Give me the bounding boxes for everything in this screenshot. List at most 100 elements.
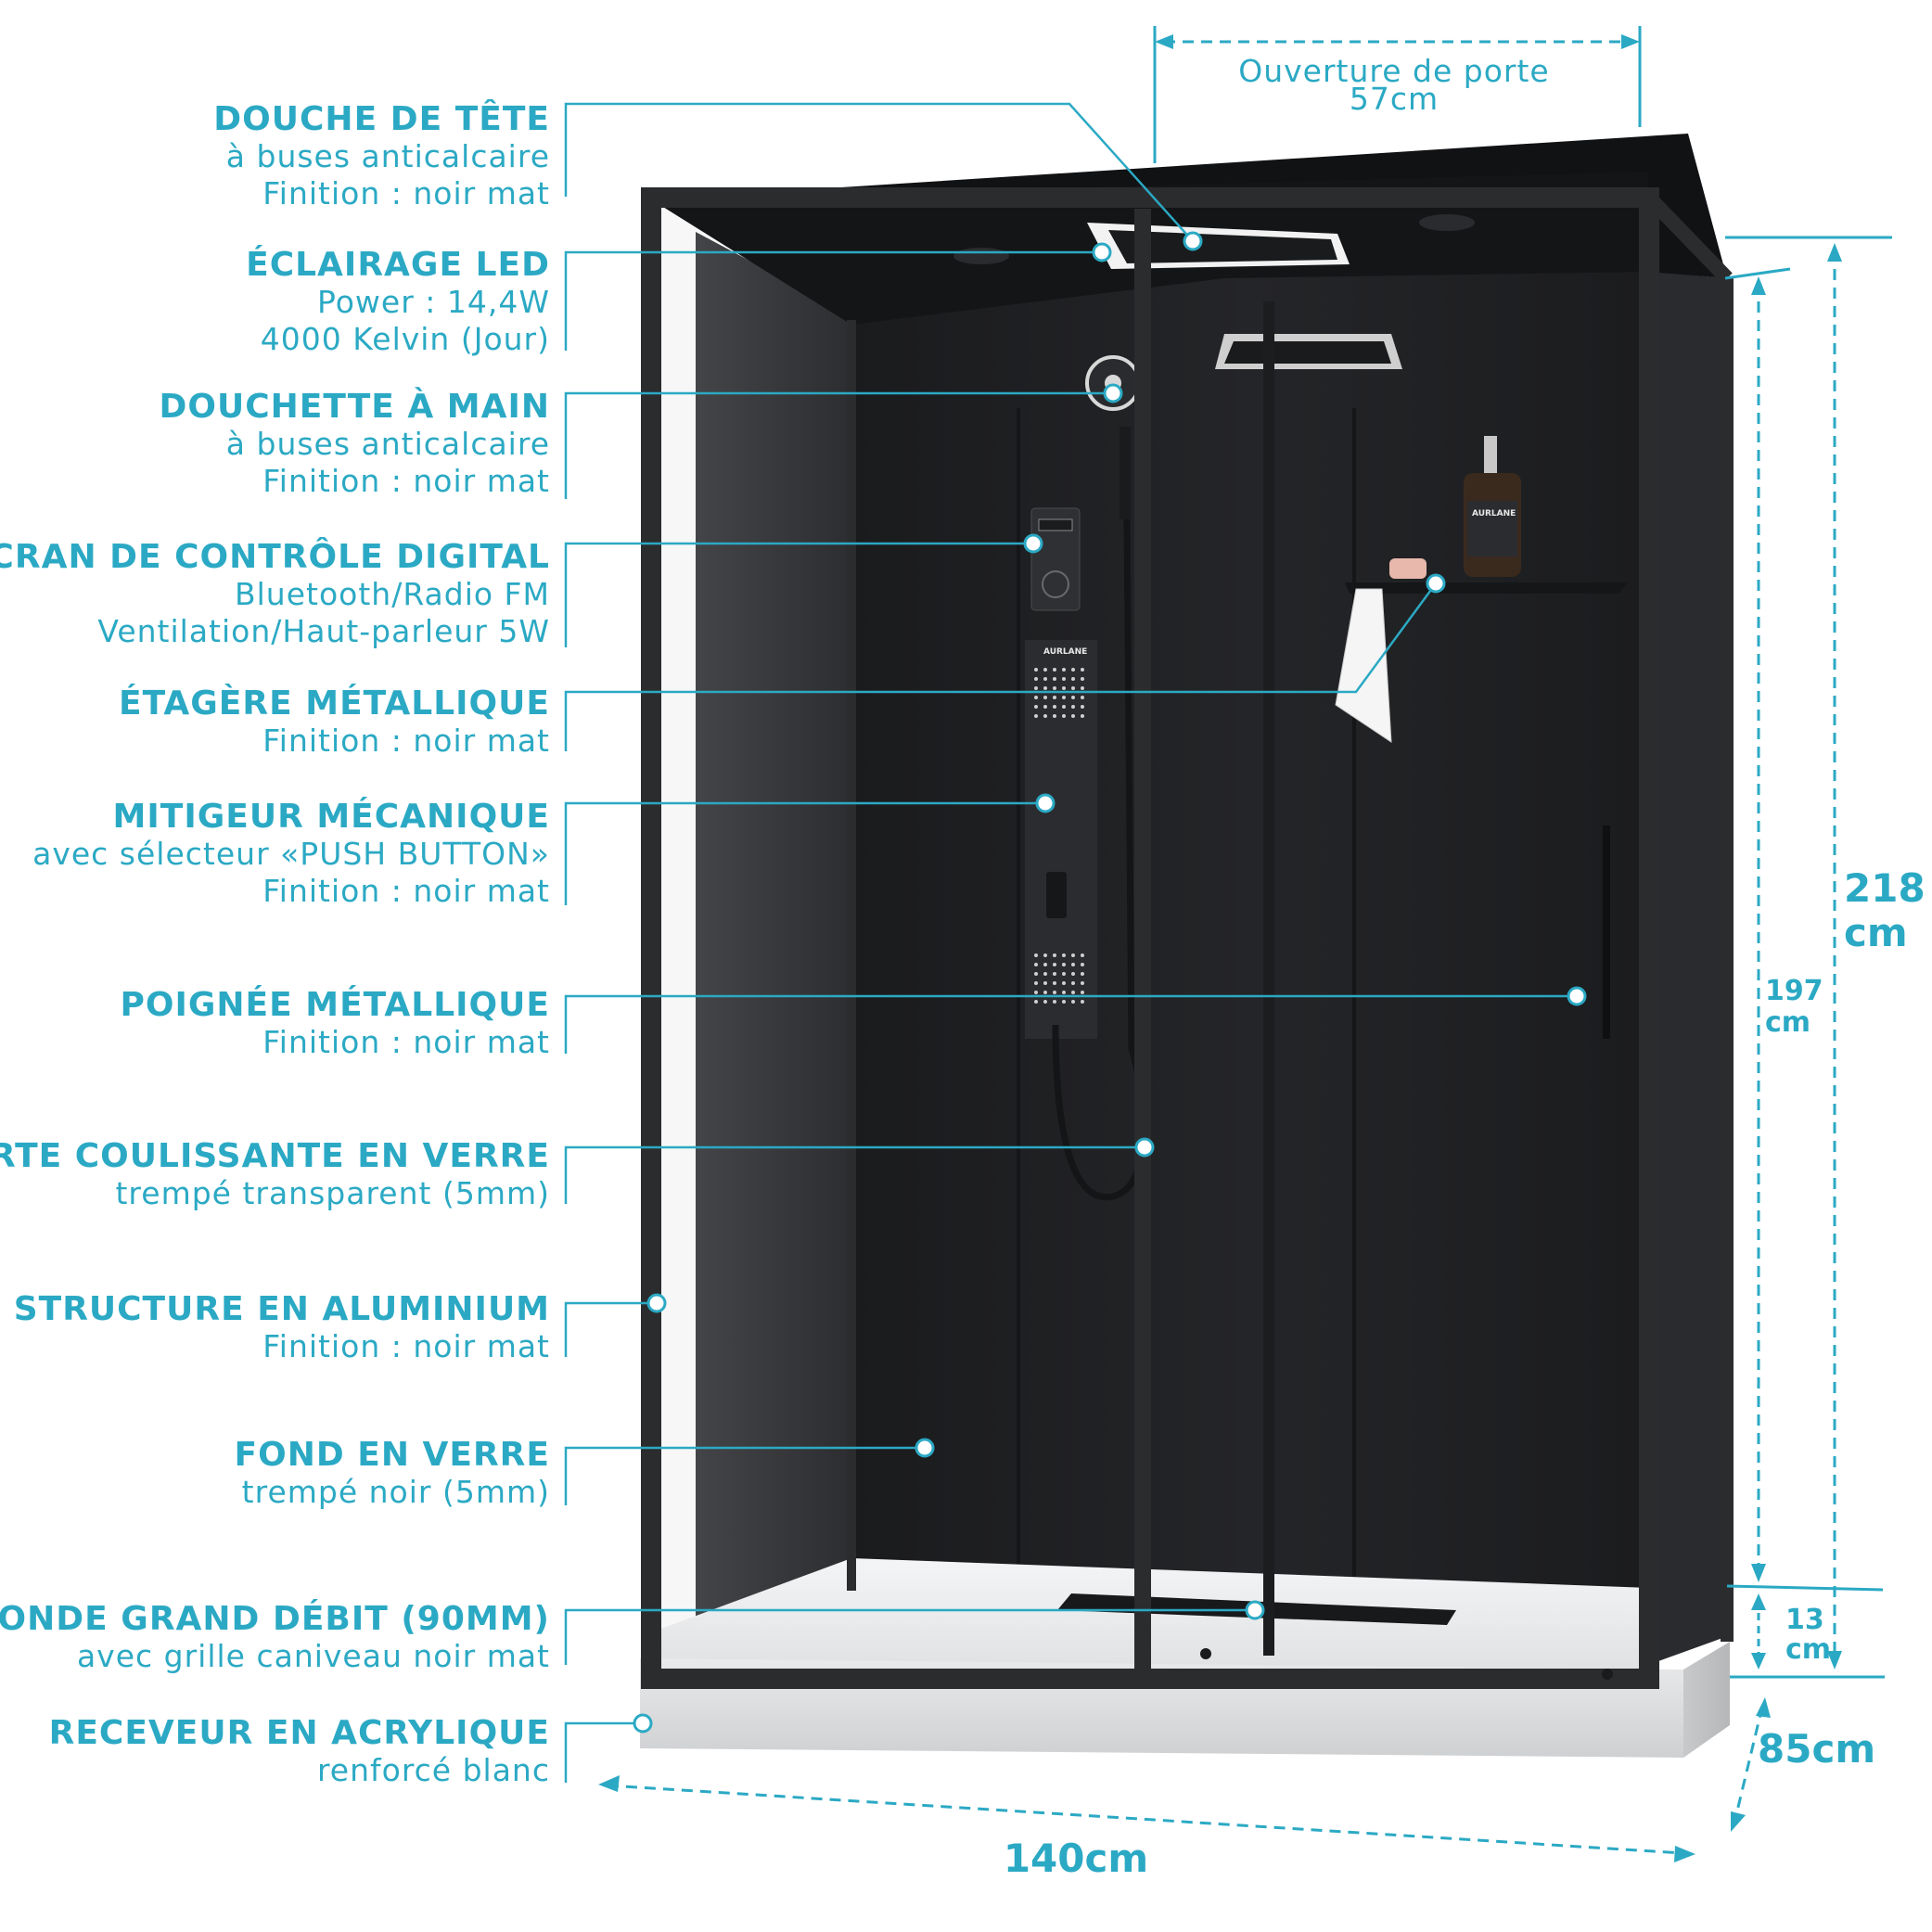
tray-side	[1683, 1642, 1730, 1758]
feature-title: DOUCHE DE TÊTE	[213, 99, 550, 138]
jet-dot	[1071, 963, 1075, 966]
width-value: 140cm	[1004, 1836, 1148, 1881]
feature-line: Power : 14,4W	[317, 284, 550, 320]
jet-dot	[1081, 953, 1084, 957]
ceiling-spot	[1419, 214, 1475, 231]
mixer-handle	[1046, 872, 1067, 918]
jet-dot	[1062, 696, 1066, 699]
feature-title: ÉCRAN DE CONTRÔLE DIGITAL	[0, 537, 550, 576]
frame-screw	[1602, 1669, 1613, 1680]
jet-dot	[1081, 686, 1084, 690]
feature-line: renforcé blanc	[317, 1752, 550, 1788]
feature-title: PORTE COULISSANTE EN VERRE	[0, 1137, 550, 1175]
jet-dot	[1081, 696, 1084, 699]
jet-dot	[1053, 668, 1056, 672]
jet-dot	[1053, 953, 1056, 957]
jet-dot	[1062, 953, 1066, 957]
feature-line: Ventilation/Haut-parleur 5W	[97, 613, 550, 649]
door-opening-label: Ouverture de porte	[1238, 53, 1549, 89]
feature-line: Bluetooth/Radio FM	[235, 576, 550, 612]
slide-bar	[1120, 427, 1131, 519]
jet-dot	[1053, 696, 1056, 699]
towel	[1335, 588, 1392, 743]
feature-title: ÉTAGÈRE MÉTALLIQUE	[119, 684, 550, 723]
jet-dot	[1043, 991, 1047, 994]
feature-title: POIGNÉE MÉTALLIQUE	[120, 985, 550, 1024]
jet-dot	[1081, 668, 1084, 672]
door-profile	[1263, 301, 1274, 1656]
jet-dot	[1062, 972, 1066, 976]
left-glass-tint	[696, 232, 851, 1637]
control-screen-display	[1038, 518, 1073, 531]
jet-dot	[1053, 972, 1056, 976]
jet-dot	[1034, 981, 1038, 985]
feature-line: trempé transparent (5mm)	[115, 1175, 550, 1211]
feature-line: Finition : noir mat	[262, 723, 550, 759]
jet-dot	[1034, 972, 1038, 976]
jet-dot	[1071, 991, 1075, 994]
inner-height-unit: cm	[1765, 1006, 1810, 1039]
back-glass-wall	[851, 237, 1649, 1591]
jet-dot	[1043, 696, 1047, 699]
metal-shelf	[1345, 582, 1628, 594]
soap-bar	[1389, 558, 1427, 579]
jet-dot	[1053, 1000, 1056, 1004]
aluminium-frame	[641, 187, 1734, 1689]
jet-dot	[1043, 705, 1047, 709]
total-height-value: 218	[1844, 865, 1926, 911]
jet-dot	[1071, 686, 1075, 690]
jet-dot	[1062, 981, 1066, 985]
total-height-unit: cm	[1844, 910, 1908, 955]
feature-line: avec sélecteur «PUSH BUTTON»	[32, 836, 550, 872]
jet-dot	[1062, 1000, 1066, 1004]
jet-dot	[1043, 1000, 1047, 1004]
jet-dot	[1081, 677, 1084, 681]
jet-dot	[1071, 696, 1075, 699]
body-jets-upper	[1034, 668, 1084, 718]
jet-dot	[1053, 705, 1056, 709]
jet-dot	[1071, 714, 1075, 718]
callout-dots	[633, 231, 1587, 1734]
bottle-pump	[1484, 436, 1497, 473]
jet-dot	[1062, 991, 1066, 994]
feature-line: à buses anticalcaire	[226, 138, 550, 174]
feature-line: Finition : noir mat	[262, 1024, 550, 1060]
jet-dot	[1043, 686, 1047, 690]
tray-height-value: 13	[1785, 1604, 1824, 1636]
jet-dot	[1081, 963, 1084, 966]
jet-dot	[1034, 1000, 1038, 1004]
feature-line: Finition : noir mat	[262, 463, 550, 499]
jet-dot	[1062, 668, 1066, 672]
ceiling-led-inner	[1224, 341, 1391, 364]
depth-value: 85cm	[1758, 1726, 1875, 1772]
feature-line: Finition : noir mat	[262, 873, 550, 909]
bottle-brand: AURLANE	[1472, 509, 1516, 518]
jet-dot	[1071, 1000, 1075, 1004]
dimension-arrowheads	[598, 34, 1842, 1862]
jet-dot	[1053, 963, 1056, 966]
jet-dot	[1043, 714, 1047, 718]
jet-dot	[1081, 1000, 1084, 1004]
jet-dot	[1034, 953, 1038, 957]
jet-dot	[1053, 991, 1056, 994]
jet-dot	[1071, 677, 1075, 681]
jet-dot	[1071, 953, 1075, 957]
jet-dot	[1043, 668, 1047, 672]
tray-height-unit: cm	[1785, 1633, 1831, 1666]
shower-column	[1025, 640, 1097, 1039]
door-handle	[1603, 825, 1610, 1039]
dimension-lines	[607, 26, 1892, 1855]
feature-line: Finition : noir mat	[262, 175, 550, 211]
jet-dot	[1034, 714, 1038, 718]
feature-line: Finition : noir mat	[262, 1328, 550, 1364]
feature-title: RECEVEUR EN ACRYLIQUE	[49, 1714, 550, 1752]
jet-dot	[1053, 981, 1056, 985]
callout-lines	[564, 102, 1577, 1783]
ceiling-spot	[953, 248, 1009, 264]
jet-dot	[1071, 981, 1075, 985]
feature-line: trempé noir (5mm)	[242, 1474, 550, 1510]
feature-title: FOND EN VERRE	[235, 1436, 550, 1474]
jet-dot	[1034, 705, 1038, 709]
body-jets-lower	[1034, 953, 1084, 1004]
